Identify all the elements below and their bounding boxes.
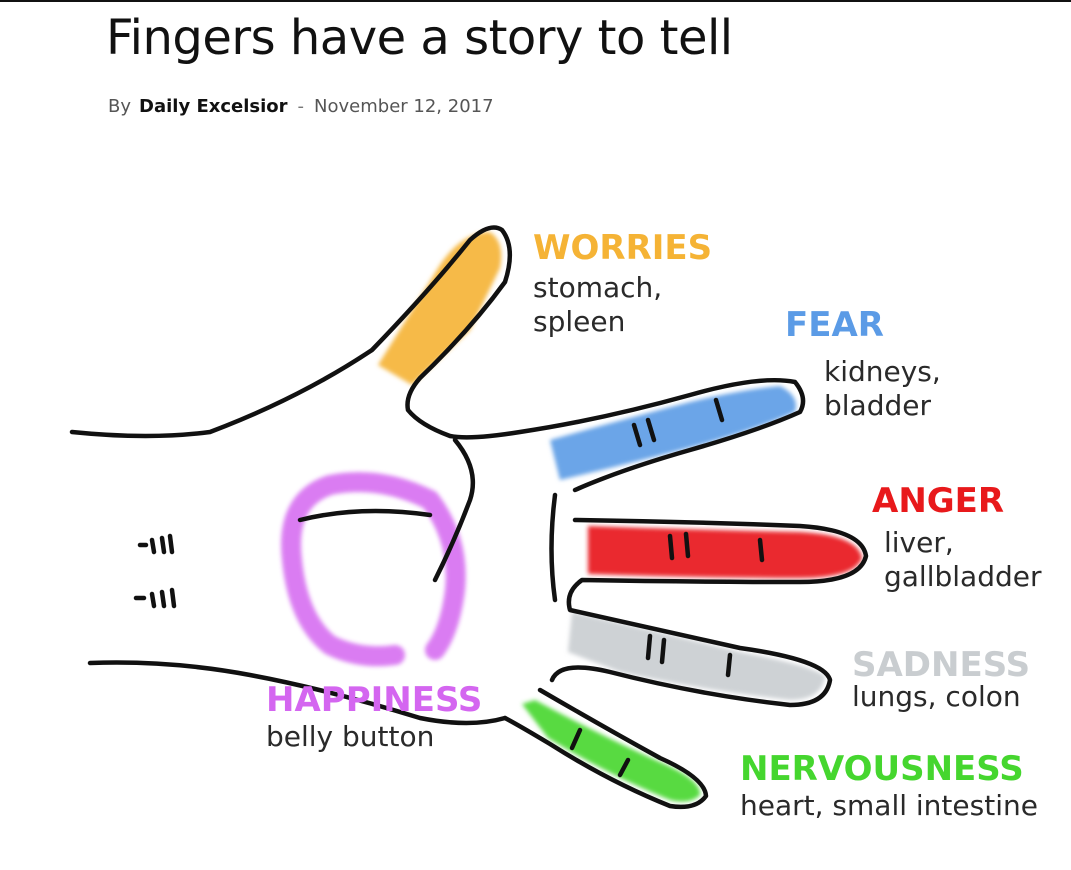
label-fear-organ-1: kidneys, xyxy=(824,355,941,388)
byline-by-label: By xyxy=(108,96,132,117)
hand-outline-middle-ring xyxy=(549,517,869,708)
author-link[interactable]: Daily Excelsior xyxy=(139,96,288,117)
hand-outline-bottom xyxy=(87,660,508,726)
label-worries: WORRIES stomach, spleen xyxy=(533,228,712,338)
middle-finger-fill-anger xyxy=(588,526,862,578)
little-finger-fill-nervousness xyxy=(522,700,701,802)
label-sadness: SADNESS lungs, colon xyxy=(852,645,1030,713)
label-nervousness: NERVOUSNESS heart, small intestine xyxy=(740,749,1038,822)
index-finger-fill-fear xyxy=(550,386,796,480)
byline-separator: - xyxy=(297,96,305,117)
ring-finger-fill-sadness xyxy=(568,612,825,700)
label-anger-title: ANGER xyxy=(872,481,1004,521)
byline: By Daily Excelsior-November 12, 2017 xyxy=(108,94,494,120)
label-nervousness-title: NERVOUSNESS xyxy=(740,749,1024,789)
hand-outline-top xyxy=(69,225,806,493)
publish-date: November 12, 2017 xyxy=(314,96,494,117)
label-sadness-organ: lungs, colon xyxy=(852,680,1021,713)
label-fear-organ-2: bladder xyxy=(824,389,931,422)
label-anger: ANGER liver, gallbladder xyxy=(872,481,1042,593)
article-title: Fingers have a story to tell xyxy=(106,10,733,66)
thumb-fill-worries xyxy=(378,232,502,385)
label-sadness-title: SADNESS xyxy=(852,645,1030,685)
label-worries-organ-1: stomach, xyxy=(533,271,662,304)
palm-swirl-happiness xyxy=(281,472,466,667)
label-fear-title: FEAR xyxy=(785,305,884,345)
knuckle-crease-lines xyxy=(569,397,765,778)
label-nervousness-organ: heart, small intestine xyxy=(740,789,1038,822)
label-happiness-title: HAPPINESS xyxy=(266,680,482,720)
label-anger-organ-2: gallbladder xyxy=(884,560,1042,593)
palm-crease-lines xyxy=(297,437,558,603)
hand-outline-little-finger xyxy=(502,687,709,810)
hand-emotions-illustration: WORRIES stomach, spleen FEAR kidneys, bl… xyxy=(69,225,1042,822)
label-happiness-organ: belly button xyxy=(266,720,434,753)
wrist-marks xyxy=(133,533,177,609)
label-fear: FEAR kidneys, bladder xyxy=(785,305,941,422)
top-rule xyxy=(0,0,1071,2)
label-worries-title: WORRIES xyxy=(533,228,712,268)
label-anger-organ-1: liver, xyxy=(884,526,954,559)
label-happiness: HAPPINESS belly button xyxy=(266,680,482,753)
label-worries-organ-2: spleen xyxy=(533,305,625,338)
